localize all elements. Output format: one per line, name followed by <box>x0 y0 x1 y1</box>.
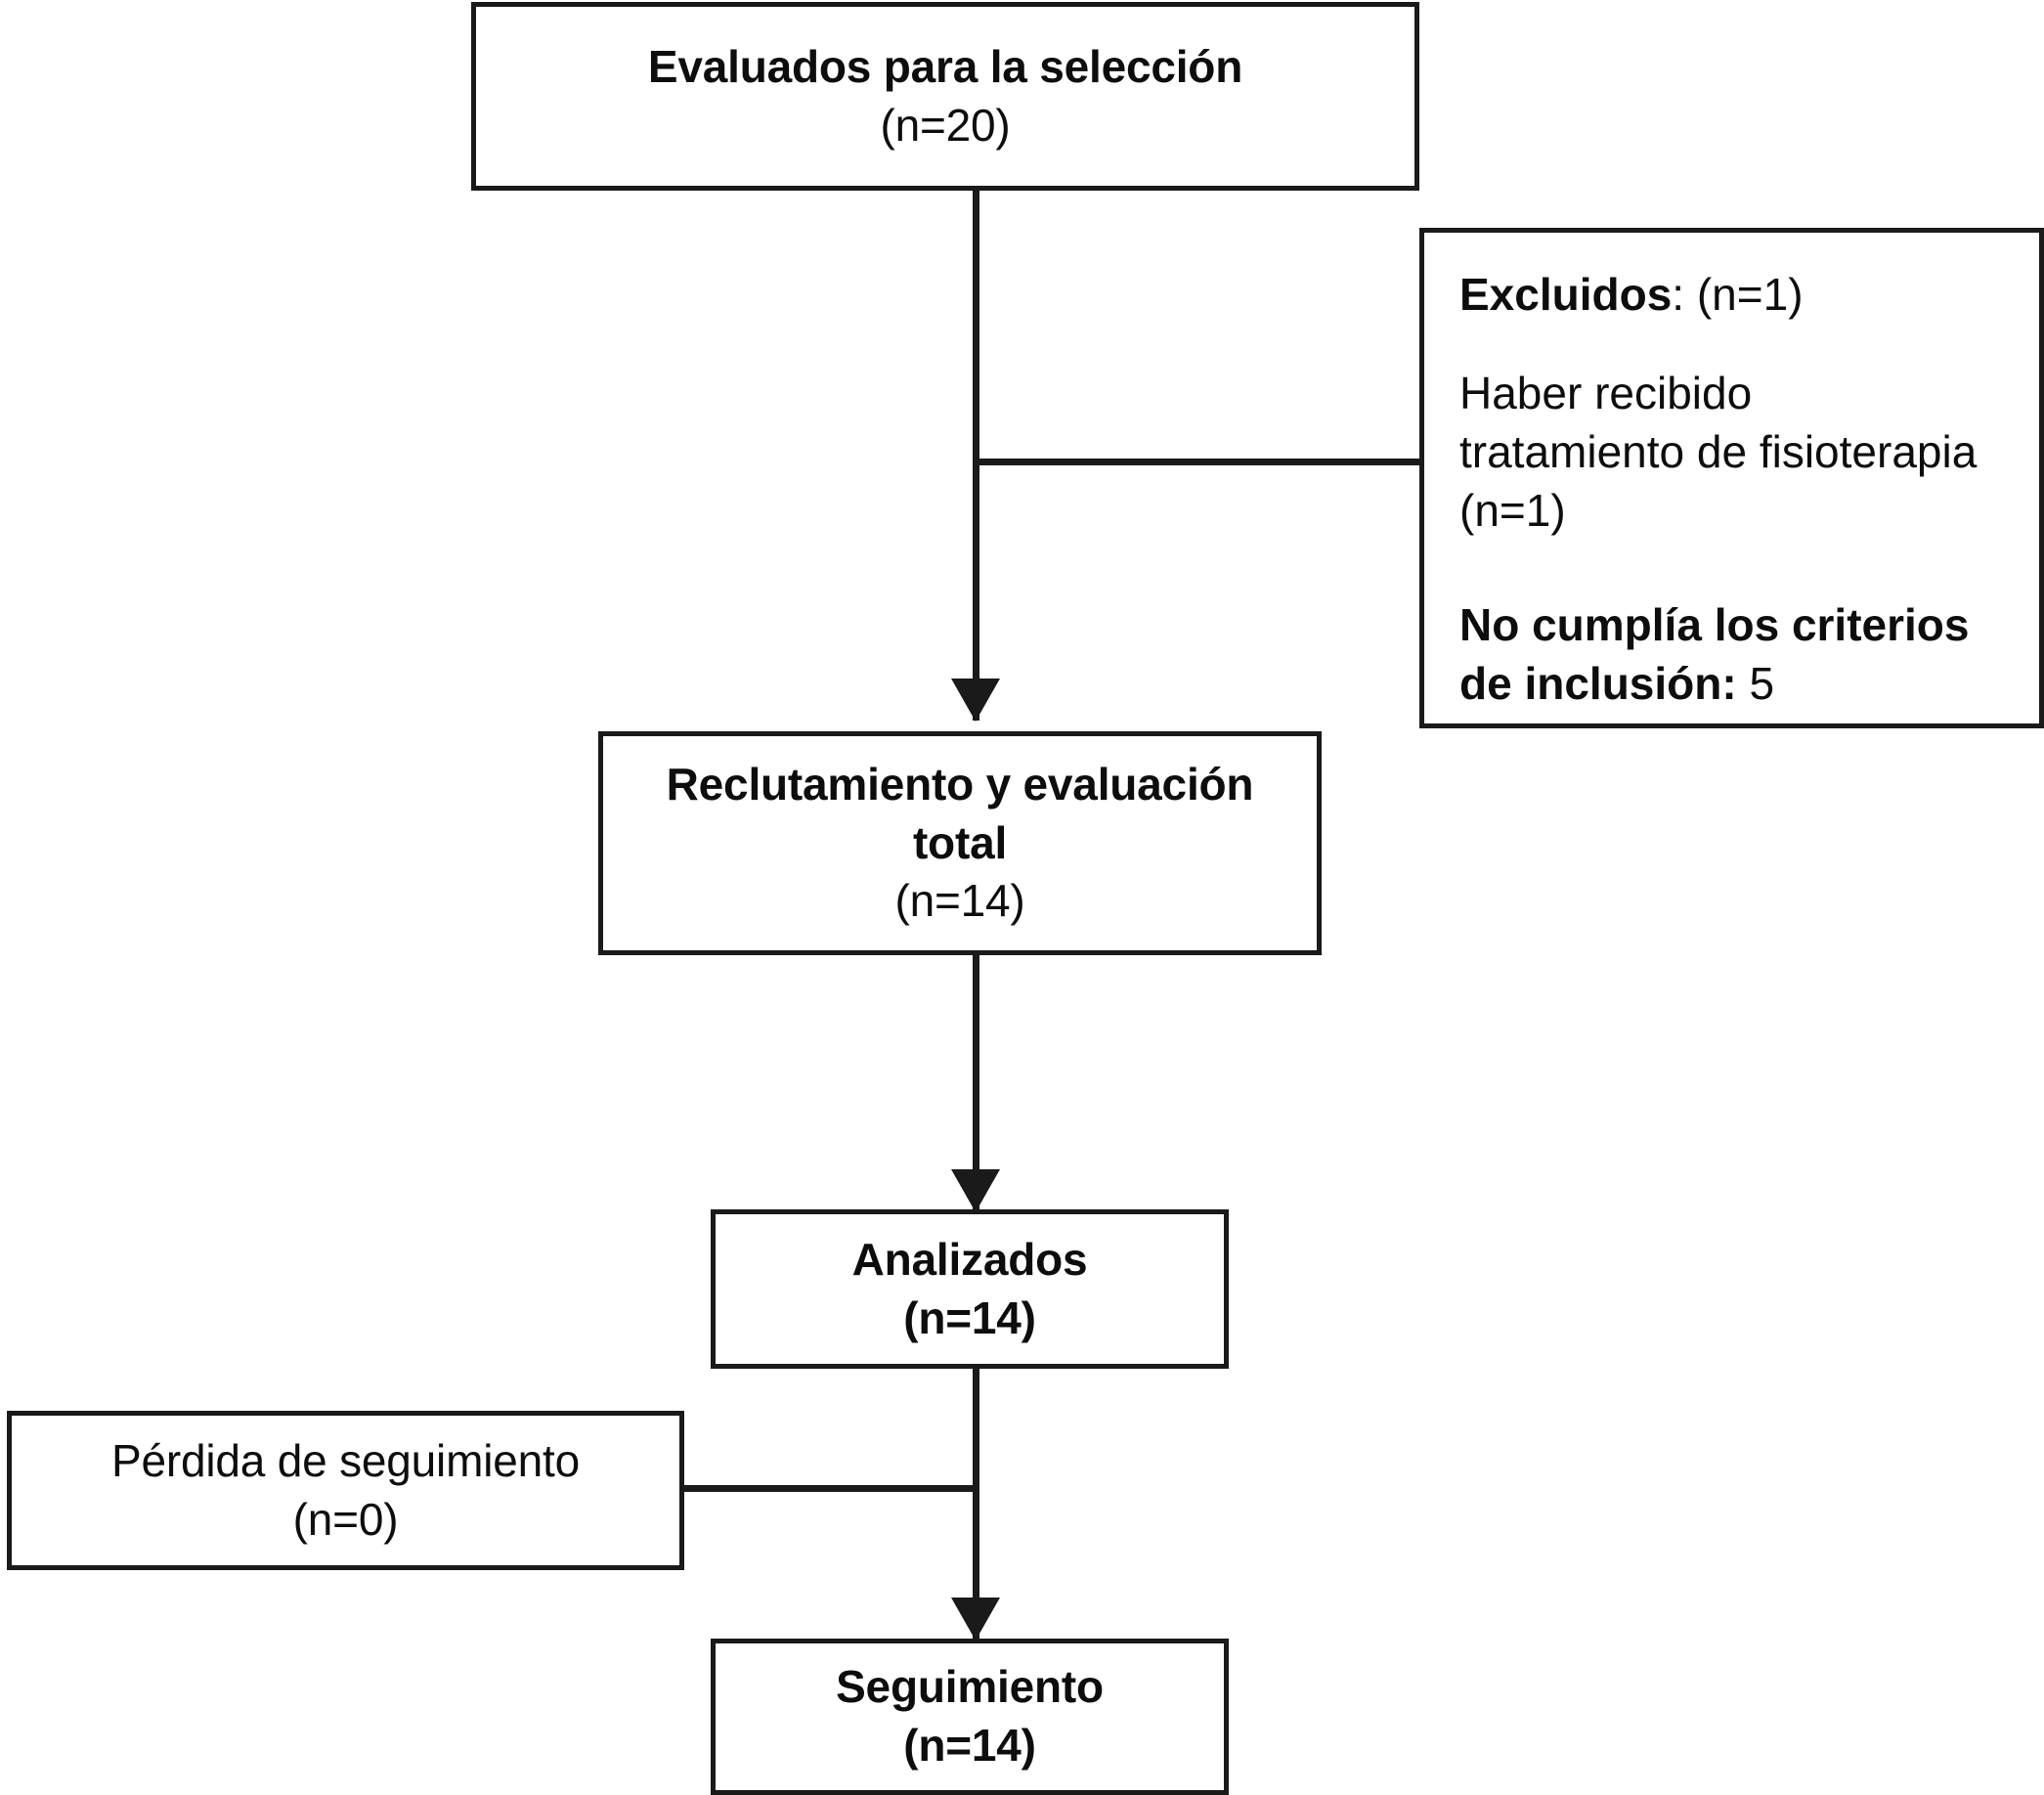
node-followup-count: (n=14) <box>903 1720 1036 1771</box>
node-screened-count: (n=20) <box>880 99 1011 151</box>
excluded-heading: Excluidos: (n=1) <box>1459 266 2020 325</box>
node-analyzed-count: (n=14) <box>903 1292 1036 1343</box>
node-recruit-count: (n=14) <box>894 875 1025 927</box>
excluded-reason-1-count: (n=1) <box>1459 484 1566 536</box>
excluded-heading-bold: Excluidos <box>1459 269 1673 320</box>
node-followup: Seguimiento (n=14) <box>711 1639 1229 1795</box>
node-lost-to-followup: Pérdida de seguimiento (n=0) <box>7 1411 684 1570</box>
node-recruit-title-line-2: total <box>912 816 1008 868</box>
connector-screened-to-excluded-branch <box>973 459 1422 465</box>
node-excluded: Excluidos: (n=1) Haber recibido tratamie… <box>1419 228 2044 728</box>
excluded-reason-2-label: de inclusión: <box>1459 658 1737 710</box>
arrowhead-down-icon-to-followup <box>951 1598 1000 1641</box>
excluded-reason-2-value: 5 <box>1736 658 1775 710</box>
excluded-reason-1-line-2: tratamiento de fisioterapia <box>1459 425 1978 477</box>
node-screened-for-selection: Evaluados para la selección (n=20) <box>471 2 1419 191</box>
excluded-reason-2-line-1: No cumplía los criterios <box>1459 599 1970 651</box>
connector-recruited-to-analyzed-stem <box>973 955 979 1211</box>
excluded-reason-1-line-1: Haber recibido <box>1459 367 1753 418</box>
connector-lost-to-followup-branch <box>681 1485 978 1492</box>
node-lost-title: Pérdida de seguimiento <box>111 1434 580 1486</box>
excluded-heading-row: Excluidos: (n=1) <box>1459 266 2020 325</box>
node-recruitment-total-evaluation: Reclutamiento y evaluación total (n=14) <box>598 731 1322 955</box>
node-recruit-title-line-1: Reclutamiento y evaluación <box>666 758 1254 810</box>
node-lost-count: (n=0) <box>292 1493 399 1545</box>
node-analyzed: Analizados (n=14) <box>711 1209 1229 1369</box>
node-screened-title: Evaluados para la selección <box>647 40 1243 92</box>
connector-analyzed-to-followup-stem <box>973 1369 979 1641</box>
excluded-reason-2-line-2: de inclusión: 5 <box>1459 655 2020 714</box>
excluded-reason-criteria: No cumplía los criterios de inclusión: 5 <box>1459 596 2020 714</box>
arrowhead-down-icon-to-recruited <box>951 679 1000 722</box>
connector-screened-to-recruited-stem <box>973 191 979 721</box>
node-followup-title: Seguimiento <box>836 1661 1104 1713</box>
excluded-heading-count: : (n=1) <box>1672 269 1804 320</box>
node-analyzed-title: Analizados <box>851 1233 1088 1285</box>
excluded-reason-physiotherapy: Haber recibido tratamiento de fisioterap… <box>1459 365 2020 540</box>
arrowhead-down-icon-to-analyzed <box>951 1169 1000 1212</box>
